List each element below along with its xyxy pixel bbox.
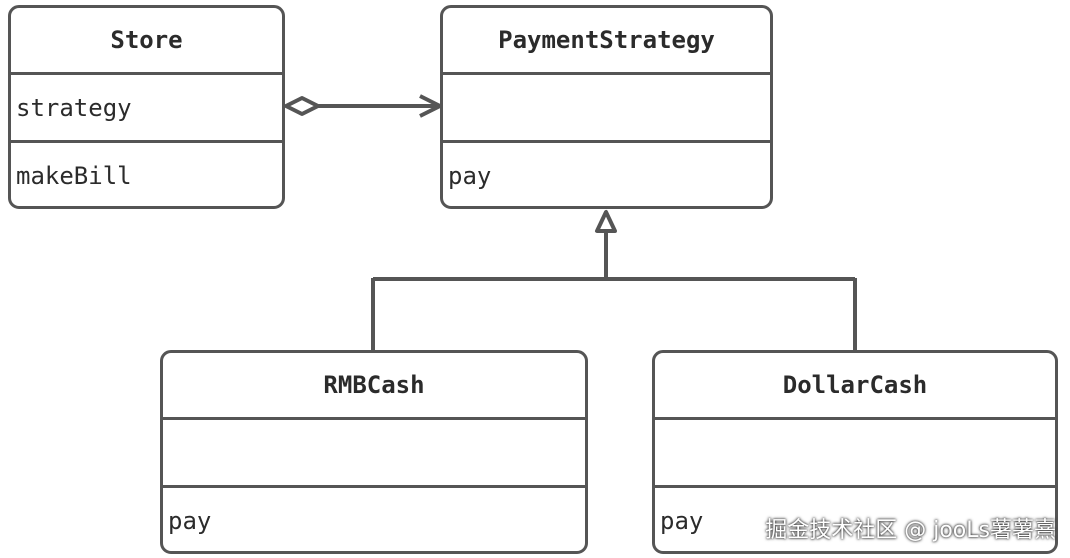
watermark-text: 掘金技术社区 @ jooLs薯薯熹 (765, 518, 1056, 543)
store-class-name: Store (110, 26, 183, 54)
dollarcash-attributes (655, 417, 1055, 485)
rmbcash-attributes (163, 417, 585, 485)
store-operations: makeBill (11, 140, 282, 206)
dollarcash-class-name: DollarCash (782, 371, 928, 399)
dollarcash-operations: pay (655, 485, 1055, 551)
dollarcash-class-box: DollarCash pay (652, 350, 1058, 554)
rmbcash-operations: pay (163, 485, 585, 551)
generalization-triangle-arrowhead (595, 210, 617, 233)
paymentstrategy-class-box: PaymentStrategy pay (440, 5, 773, 209)
rmbcash-class-name: RMBCash (323, 371, 425, 399)
store-attributes: strategy (11, 72, 282, 140)
rmbcash-class-box: RMBCash pay (160, 350, 588, 554)
paymentstrategy-class-name: PaymentStrategy (498, 26, 715, 54)
aggregation-diamond (284, 96, 320, 116)
paymentstrategy-operations: pay (443, 140, 770, 206)
paymentstrategy-attributes (443, 72, 770, 140)
store-class-box: Store strategy makeBill (8, 5, 285, 209)
